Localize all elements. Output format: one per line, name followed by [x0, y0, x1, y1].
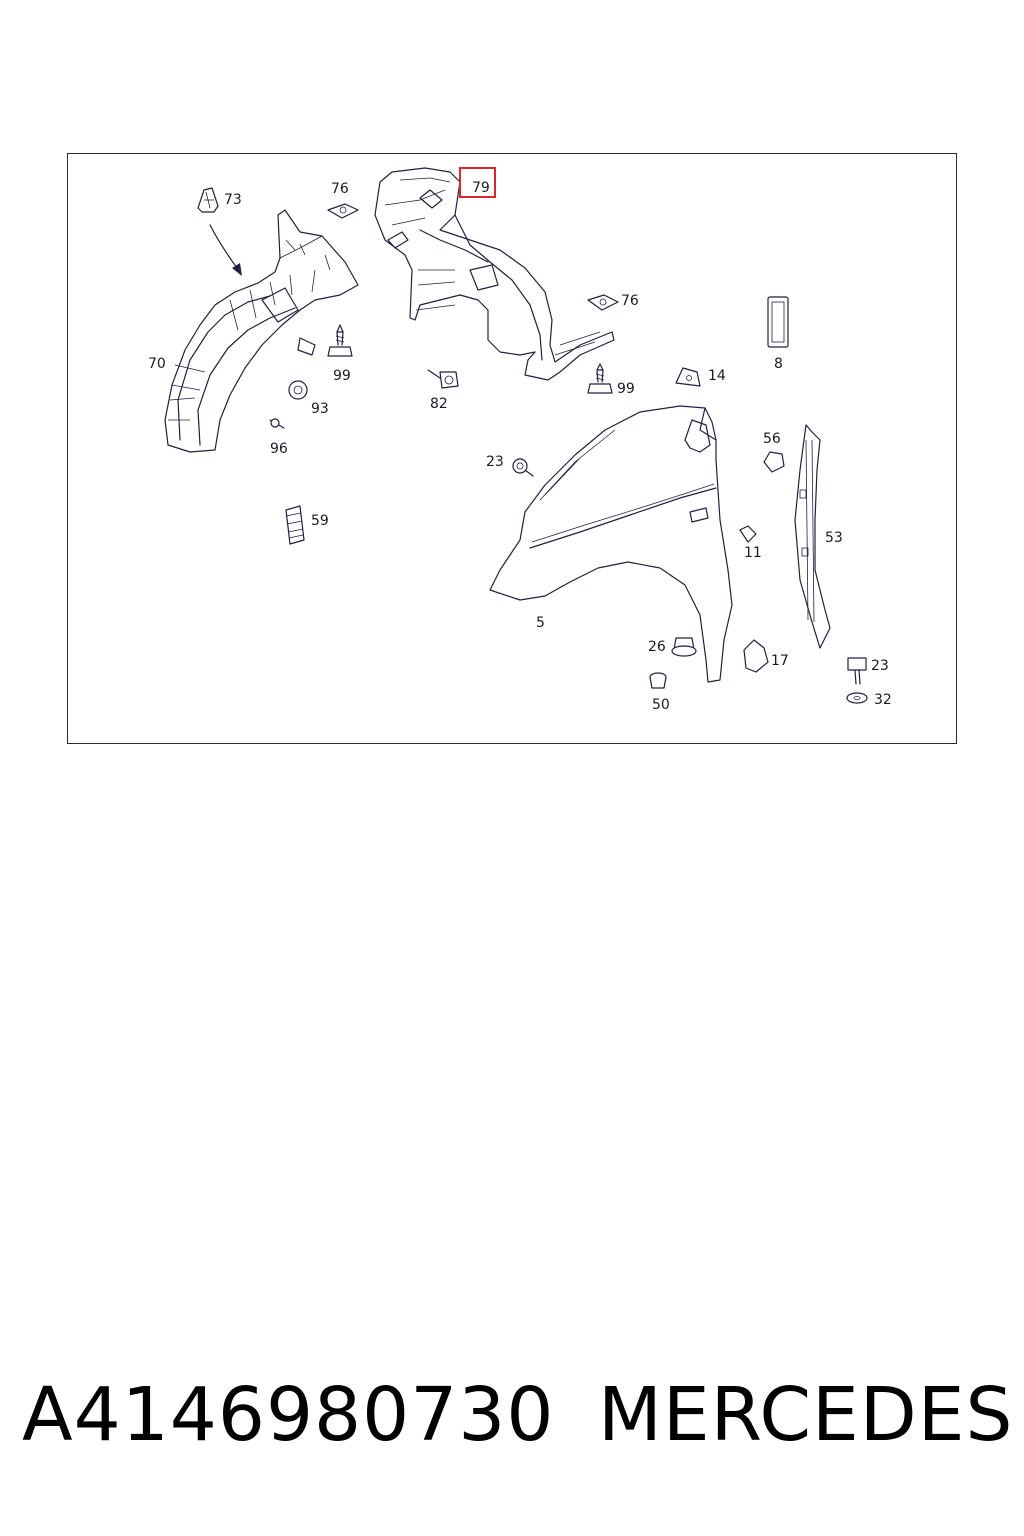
label-76-right: 76: [621, 293, 639, 309]
plug-50: [649, 672, 667, 689]
label-11: 11: [744, 545, 762, 561]
label-73: 73: [224, 192, 242, 208]
parts-diagram-frame: [67, 153, 957, 744]
label-53: 53: [825, 530, 843, 546]
fender-5: [489, 405, 733, 683]
label-32: 32: [874, 692, 892, 708]
label-14: 14: [708, 368, 726, 384]
wheel-arch-liner-70: [164, 209, 359, 453]
grommet-26: [671, 637, 697, 657]
arrow-73-to-70: [209, 224, 241, 273]
bump-stop-59: [285, 505, 305, 545]
clip-73: [197, 187, 219, 213]
brand-name: MERCEDES: [598, 1372, 1014, 1458]
exploded-parts-diagram: 73 76 79 70 99 93 96 82 76 8 99 14 23 56…: [148, 167, 892, 713]
label-8: 8: [774, 356, 783, 372]
label-79: 79: [472, 180, 490, 196]
label-96: 96: [270, 441, 288, 457]
bracket-14: [675, 367, 701, 387]
clip-56: [763, 451, 785, 473]
label-17: 17: [771, 653, 789, 669]
screw-99-left: [327, 324, 353, 357]
footer-caption: A4146980730 MERCEDES: [0, 1372, 1024, 1472]
label-99-left: 99: [333, 368, 351, 384]
strip-53: [794, 424, 831, 649]
clip-11: [739, 525, 757, 543]
highlight-box-79: [459, 167, 496, 198]
label-23-lower: 23: [871, 658, 889, 674]
label-82: 82: [430, 396, 448, 412]
label-93: 93: [311, 401, 329, 417]
label-70: 70: [148, 356, 166, 372]
washer-32: [846, 692, 868, 704]
screw-96: [269, 418, 285, 429]
bolt-23-upper: [512, 458, 534, 477]
pad-8: [767, 296, 789, 348]
label-23-upper: 23: [486, 454, 504, 470]
part-number: A4146980730: [22, 1372, 555, 1458]
label-26: 26: [648, 639, 666, 655]
wheel-arch-liner-79: [374, 167, 615, 381]
label-59: 59: [311, 513, 329, 529]
label-99-right: 99: [617, 381, 635, 397]
label-50: 50: [652, 697, 670, 713]
arrow-head-icon: [232, 263, 242, 276]
nut-clip-76-right: [587, 294, 619, 311]
nut-clip-76-upper: [327, 203, 359, 219]
label-76-upper: 76: [331, 181, 349, 197]
bolt-23-lower: [847, 657, 867, 685]
bracket-17: [743, 639, 769, 673]
nut-93: [288, 380, 308, 400]
bolt-82: [427, 369, 459, 389]
label-5: 5: [536, 615, 545, 631]
screw-99-right: [587, 363, 613, 394]
label-56: 56: [763, 431, 781, 447]
